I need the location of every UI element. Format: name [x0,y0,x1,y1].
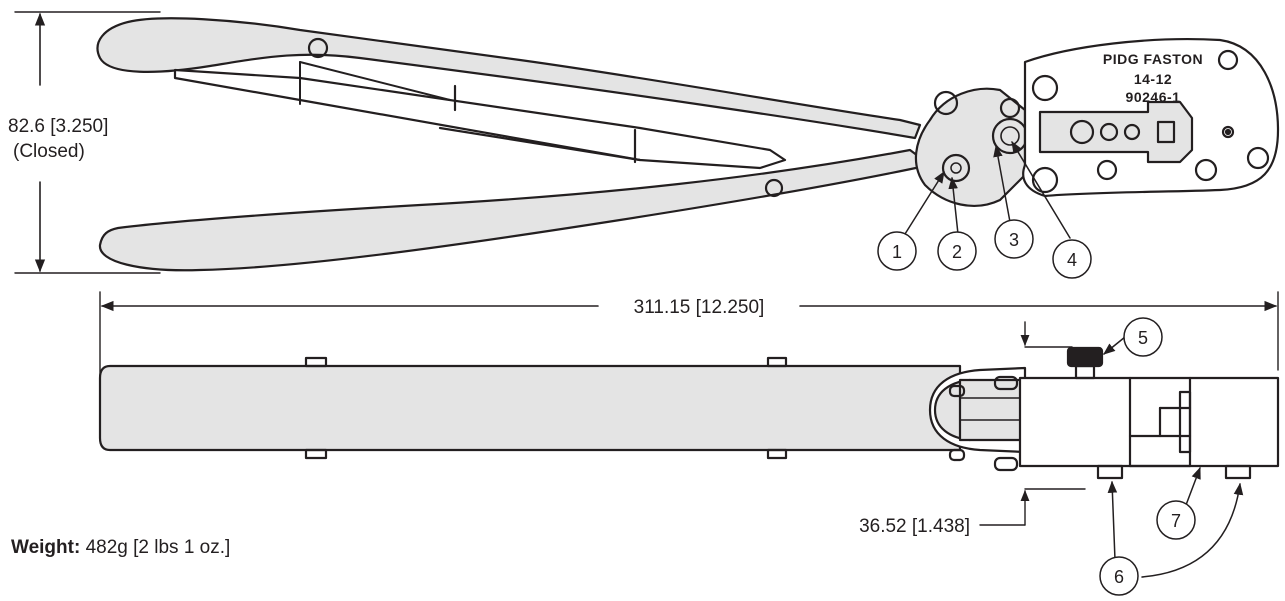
die-marking-line3: 90246-1 [1126,89,1181,105]
head-thickness-label: 36.52 [1.438] [859,516,970,537]
length-dimension-label: 311.15 [12.250] [634,297,765,318]
height-dimension-label: 82.6 [3.250] [8,116,108,137]
adjust-knob [1066,346,1104,368]
lower-handle [98,148,932,272]
callout-3-circle [994,219,1034,259]
callout-leaders-top [904,140,1071,239]
callout-3-label: 3 [1009,230,1019,250]
callout-1-label: 1 [892,242,902,262]
upper-handle [96,17,922,140]
callout-5-label: 5 [1138,328,1148,348]
callout-leaders-side [1103,336,1244,578]
die-marking-line1: PIDG FASTON [1103,51,1203,67]
callout-4-circle [1052,239,1092,279]
callout-6-circle [1099,556,1139,596]
callout-5-circle [1123,317,1163,357]
callout-7-label: 7 [1171,511,1181,531]
head-thickness-dimension [979,321,1086,526]
length-dimension [99,291,1279,381]
callout-7-circle [1156,500,1196,540]
die-marking-line2: 14-12 [1134,71,1172,87]
side-head [1018,376,1280,468]
height-dimension-note: (Closed) [13,141,85,162]
callout-6-label: 6 [1114,567,1124,587]
callout-1-circle [877,231,917,271]
height-dimension [14,11,161,274]
callout-2-circle [937,231,977,271]
callout-2-label: 2 [952,242,962,262]
weight-value: 482g [2 lbs 1 oz.] [85,537,231,558]
callout-4-label: 4 [1067,250,1077,270]
weight-note: Weight: 482g [2 lbs 1 oz.] [11,537,230,559]
ratchet-strip [173,68,787,170]
pivot-plate [914,87,1027,207]
side-handle [98,364,962,452]
weight-label: Weight: [11,537,81,558]
